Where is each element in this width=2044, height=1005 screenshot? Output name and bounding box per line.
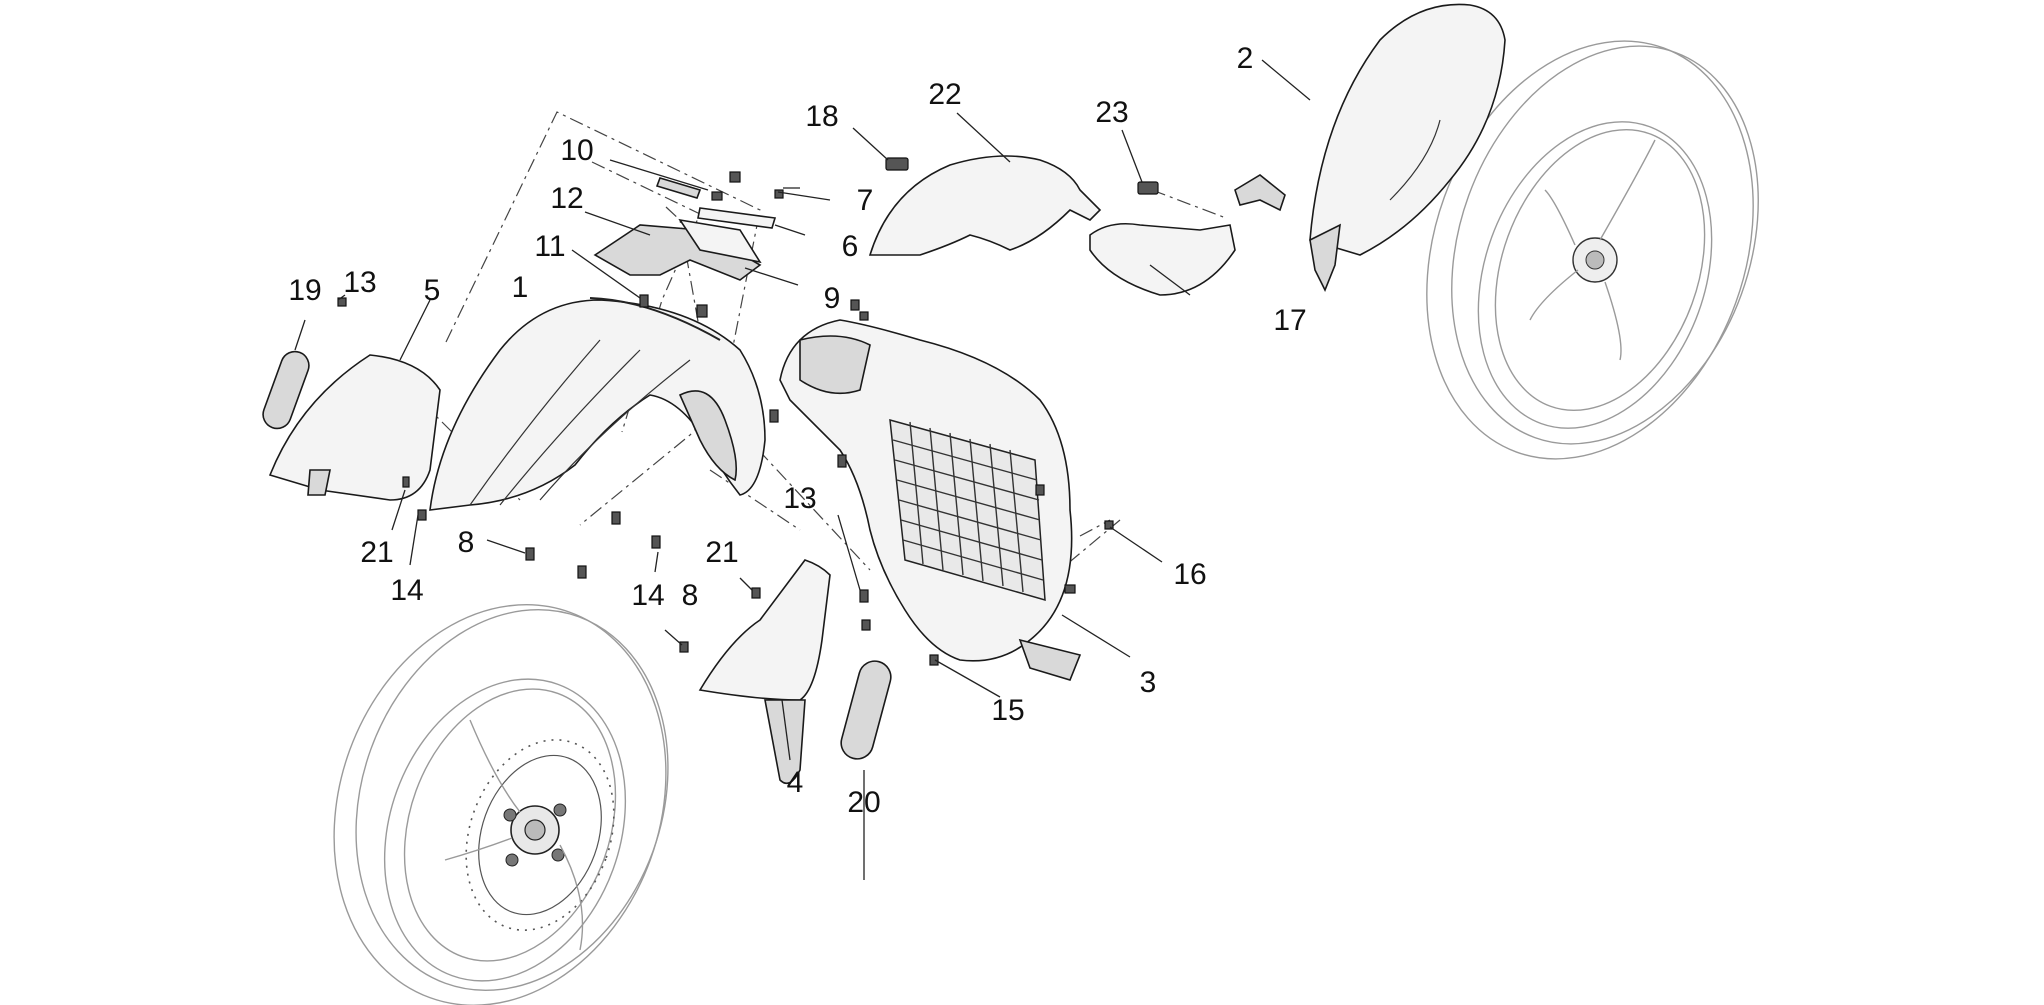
callout-18: 18 — [805, 100, 838, 133]
callout-3: 3 — [1140, 666, 1157, 699]
callout-23: 23 — [1095, 96, 1128, 129]
front-mudguard — [429, 297, 766, 511]
upper-bracket — [593, 218, 762, 281]
callout-labels: 2 3 4 1 7 6 9 10 12 11 13 19 5 21 14 8 8… — [288, 42, 1306, 819]
grip-20 — [840, 660, 892, 760]
leader-lines — [294, 59, 1311, 880]
grip-19 — [262, 350, 310, 430]
radiator-grille — [889, 418, 1046, 602]
rear-cover — [868, 155, 1102, 256]
callout-22: 22 — [928, 78, 961, 111]
callout-12: 12 — [550, 182, 583, 215]
brake-disc — [465, 739, 615, 931]
rear-hugger — [1234, 3, 1506, 292]
callout-1: 1 — [512, 271, 529, 304]
callout-17: 17 — [1273, 304, 1306, 337]
plate-10 — [655, 177, 702, 199]
callout-21b: 21 — [705, 536, 738, 569]
front-wheel — [333, 604, 669, 1005]
callout-11: 11 — [534, 230, 565, 263]
plate-6 — [697, 207, 777, 229]
side-panel — [698, 559, 831, 785]
callout-9: 9 — [824, 282, 841, 315]
callout-8b: 8 — [682, 579, 699, 612]
callout-14b: 14 — [631, 579, 664, 612]
callout-19: 19 — [288, 274, 321, 307]
callout-4: 4 — [787, 766, 804, 799]
callout-21a: 21 — [360, 536, 393, 569]
callout-8a: 8 — [458, 526, 475, 559]
callout-5: 5 — [424, 274, 441, 307]
callout-6: 6 — [842, 230, 859, 263]
callout-2: 2 — [1237, 42, 1254, 75]
callout-15: 15 — [991, 694, 1024, 727]
callout-13b: 13 — [783, 482, 816, 515]
callout-13a: 13 — [343, 266, 376, 299]
air-duct — [1089, 222, 1236, 296]
radiator-cover — [779, 319, 1082, 681]
bracket-panel — [268, 354, 441, 501]
rear-wheel — [1426, 40, 1759, 460]
callout-16: 16 — [1173, 558, 1206, 591]
callout-14a: 14 — [390, 574, 423, 607]
hardware — [337, 157, 1159, 666]
callout-10: 10 — [560, 134, 593, 167]
assembly-lines — [304, 111, 1227, 581]
callout-20: 20 — [847, 786, 880, 819]
callout-7: 7 — [857, 184, 874, 217]
